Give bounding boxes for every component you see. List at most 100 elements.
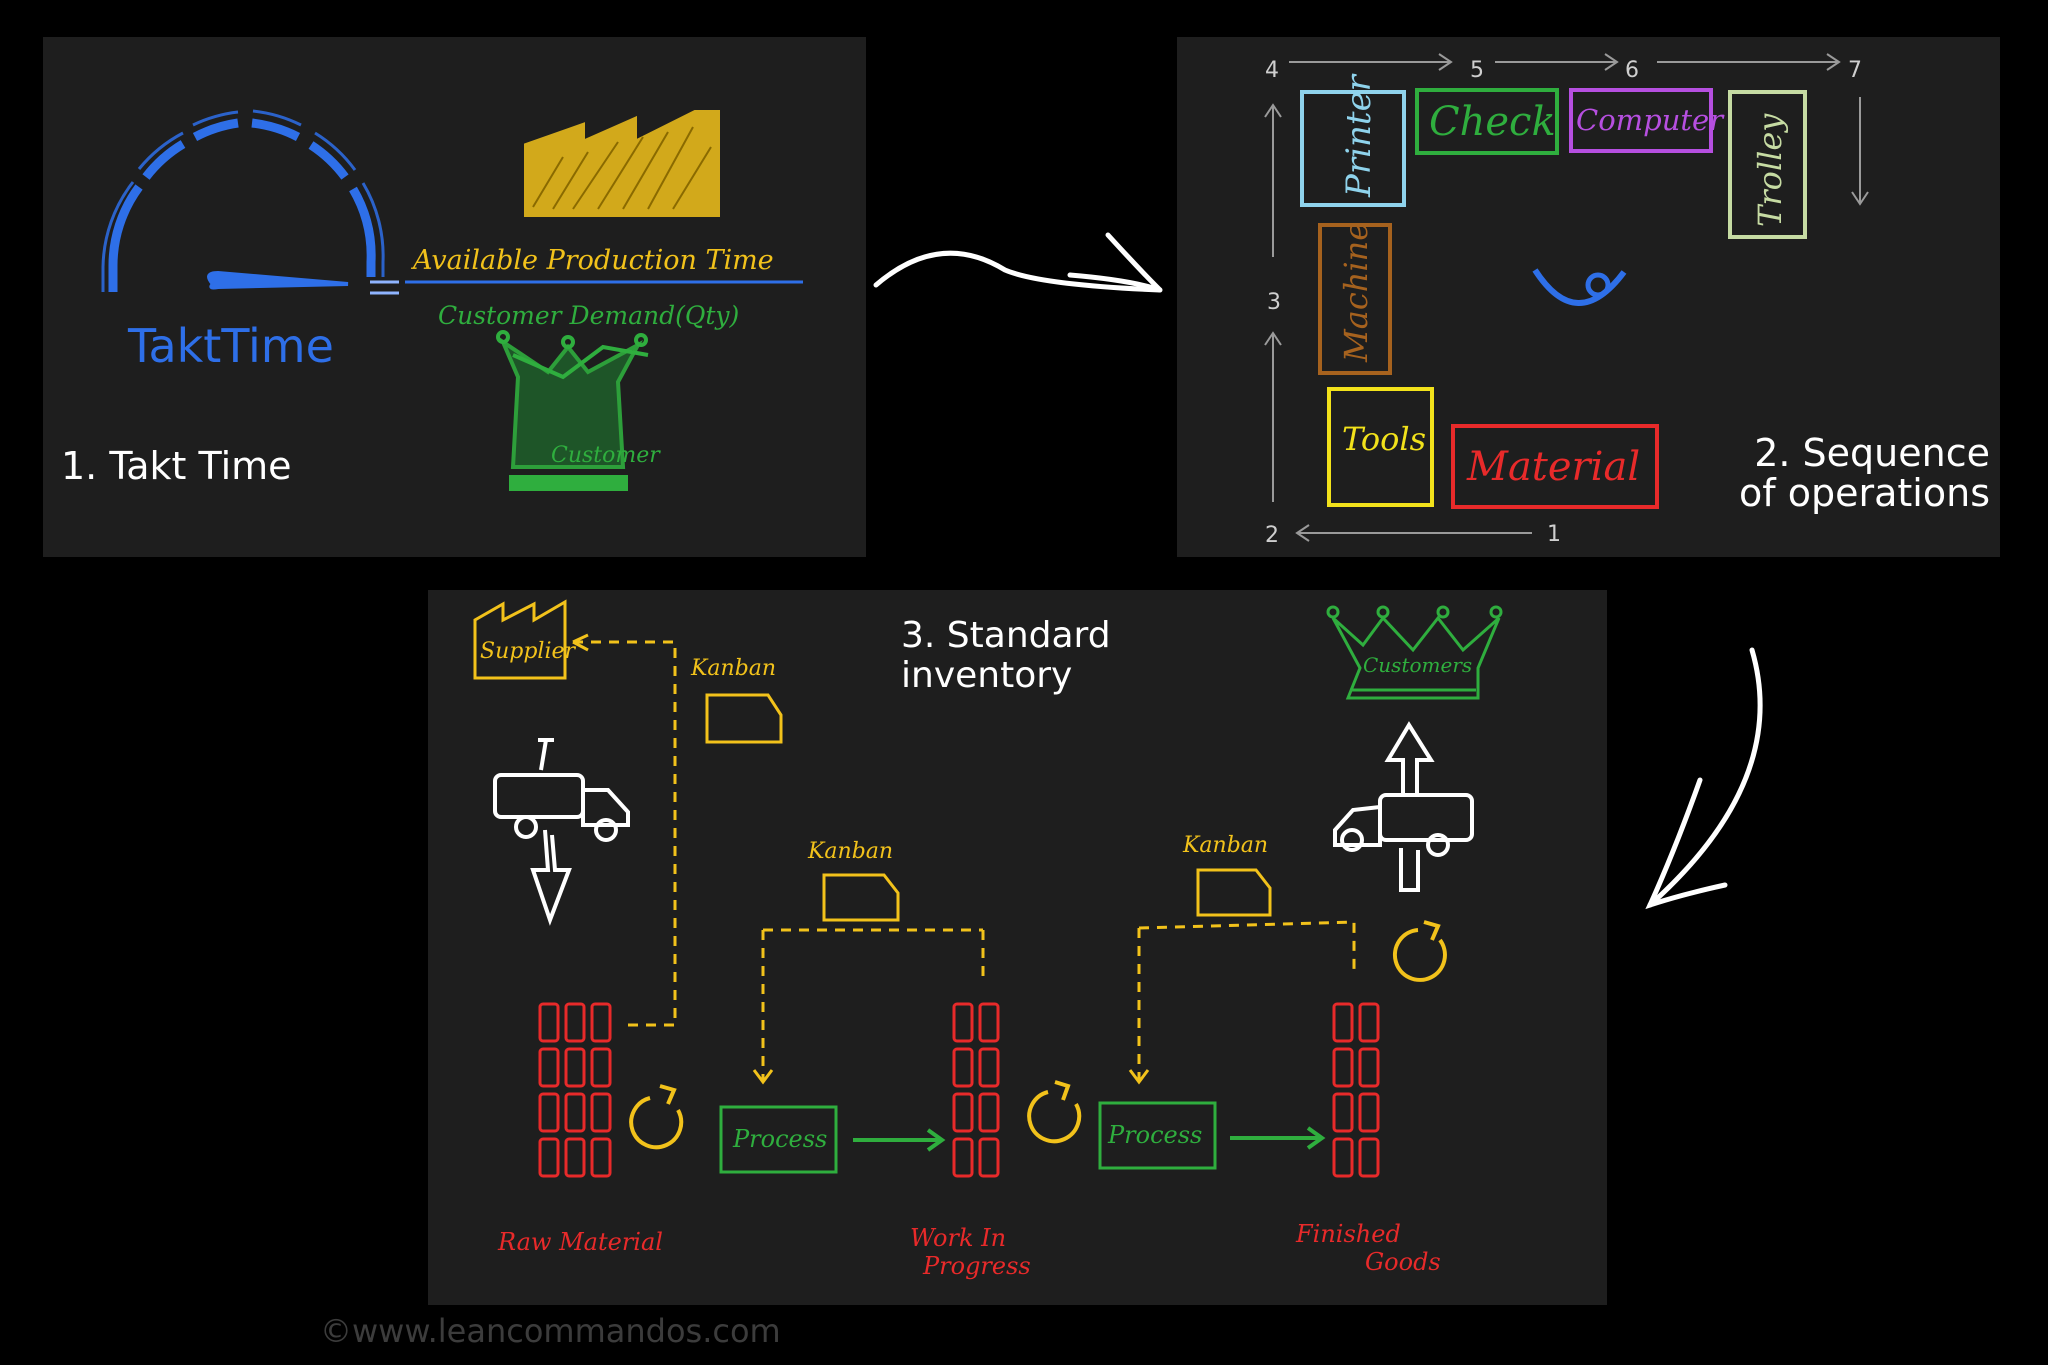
crown-customer-label: Customer: [551, 443, 661, 468]
cycle-icon: [629, 920, 1447, 1150]
inventory-block: [978, 1002, 1000, 1043]
fg-label-line1: Finished: [1295, 1220, 1401, 1248]
supplier-factory-icon: [473, 599, 567, 680]
kanban-arrowheads: [752, 1069, 1150, 1085]
step-2: 2: [1265, 523, 1279, 548]
station-check: Check: [1415, 88, 1559, 155]
kanban-card-3: [1196, 868, 1272, 917]
inventory-block: [564, 1092, 586, 1133]
inventory-block: [1332, 1047, 1354, 1088]
watermark: ©www.leancommandos.com: [320, 1312, 781, 1350]
panel3-title-line1: 3. Standard: [901, 615, 1111, 656]
inventory-block: [590, 1137, 612, 1178]
flow-arrows: [1264, 53, 1869, 542]
step-6: 6: [1625, 58, 1639, 83]
outbound-truck-icon: [1333, 721, 1474, 892]
fg-label-line2: Goods: [1365, 1248, 1441, 1276]
process-label-2: Process: [1107, 1121, 1202, 1149]
takt-time-diagram: TaktTime Available Production Time Custo…: [101, 109, 803, 491]
inventory-diagram: Supplier Kanban Kanban Kanban 3. S: [473, 599, 1503, 1280]
station-machine-label: Machine: [1337, 222, 1375, 363]
panel2-title: 2. Sequence of operations: [1739, 433, 1990, 513]
inventory-block: [590, 1047, 612, 1088]
inbound-truck-icon: [493, 738, 630, 926]
station-trolley: Trolley: [1728, 90, 1807, 239]
inventory-block: [590, 1002, 612, 1043]
station-material: Material: [1451, 424, 1659, 509]
inventory-block: [564, 1002, 586, 1043]
panel1-title: 1. Takt Time: [61, 444, 292, 488]
station-computer-label: Computer: [1576, 103, 1725, 137]
inventory-block: [978, 1137, 1000, 1178]
process-flow-arrows: [853, 1126, 1326, 1152]
speedometer-icon: [101, 109, 385, 292]
station-printer-label: Printer: [1339, 73, 1379, 198]
inventory-block: [538, 1047, 560, 1088]
factory-icon: [524, 110, 720, 217]
step-3: 3: [1267, 290, 1281, 315]
inventory-block: [952, 1002, 974, 1043]
supplier-label: Supplier: [480, 639, 576, 664]
raw-material-label: Raw Material: [497, 1228, 663, 1256]
finished-goods-stack: [1332, 1002, 1380, 1178]
inventory-block: [1358, 1092, 1380, 1133]
station-trolley-label: Trolley: [1751, 113, 1789, 227]
inventory-block: [1358, 1047, 1380, 1088]
wip-stack: [952, 1002, 1000, 1178]
operator-icon: [1532, 268, 1627, 306]
raw-material-stack: [538, 1002, 612, 1178]
connector-arrow-2-to-3: [1647, 647, 1763, 908]
station-check-label: Check: [1429, 99, 1556, 145]
kanban-card-2: [822, 873, 900, 922]
inventory-block: [1332, 1137, 1354, 1178]
inventory-block: [538, 1137, 560, 1178]
sequence-diagram: 4 5 6 7 3 2 1 Printer Check Co: [1264, 53, 1869, 548]
inventory-block: [1332, 1002, 1354, 1043]
process-label-1: Process: [732, 1125, 827, 1153]
wip-label-line1: Work In: [910, 1224, 1006, 1252]
inventory-block: [538, 1002, 560, 1043]
station-computer: Computer: [1569, 88, 1725, 153]
panel-sequence-of-operations: 4 5 6 7 3 2 1 Printer Check Co: [1177, 37, 2000, 557]
equals-sign: [370, 280, 399, 295]
inventory-block: [538, 1092, 560, 1133]
kanban-card-1: [705, 693, 783, 744]
inventory-block: [952, 1047, 974, 1088]
step-5: 5: [1470, 58, 1484, 83]
inventory-block: [1358, 1137, 1380, 1178]
station-tools-label: Tools: [1342, 420, 1426, 458]
customer-label: Customers: [1363, 653, 1472, 677]
station-printer: Printer: [1300, 73, 1406, 207]
connector-arrow-1-to-2: [873, 250, 1163, 293]
panel3-title-line2: inventory: [901, 655, 1072, 696]
process-box-2: Process: [1098, 1101, 1217, 1170]
station-material-label: Material: [1466, 444, 1640, 490]
panel-takt-time: TaktTime Available Production Time Custo…: [43, 37, 866, 557]
process-box-1: Process: [719, 1105, 838, 1174]
station-machine: Machine: [1318, 222, 1392, 375]
inventory-block: [1358, 1002, 1380, 1043]
inventory-block: [590, 1092, 612, 1133]
panel-standard-inventory: Supplier Kanban Kanban Kanban 3. S: [428, 590, 1607, 1305]
step-4: 4: [1265, 58, 1279, 83]
kanban-label-2: Kanban: [807, 839, 893, 864]
step-7: 7: [1848, 58, 1862, 83]
inventory-block: [952, 1137, 974, 1178]
panel2-title-line1: 2. Sequence: [1754, 431, 1990, 475]
inventory-block: [978, 1092, 1000, 1133]
inventory-block: [564, 1137, 586, 1178]
crown-icon: [496, 330, 649, 491]
takt-time-label: TaktTime: [127, 319, 334, 373]
station-tools: Tools: [1327, 387, 1434, 507]
kanban-label-1: Kanban: [690, 656, 776, 681]
denominator-text: Customer Demand(Qty): [438, 301, 739, 330]
wip-label-line2: Progress: [922, 1252, 1031, 1280]
numerator-text: Available Production Time: [410, 245, 774, 276]
step-1: 1: [1547, 522, 1561, 547]
panel2-title-line2: of operations: [1739, 471, 1990, 515]
inventory-block: [978, 1047, 1000, 1088]
kanban-label-3: Kanban: [1182, 833, 1268, 858]
inventory-block: [564, 1047, 586, 1088]
kanban-signal-lines: [573, 640, 1356, 1080]
